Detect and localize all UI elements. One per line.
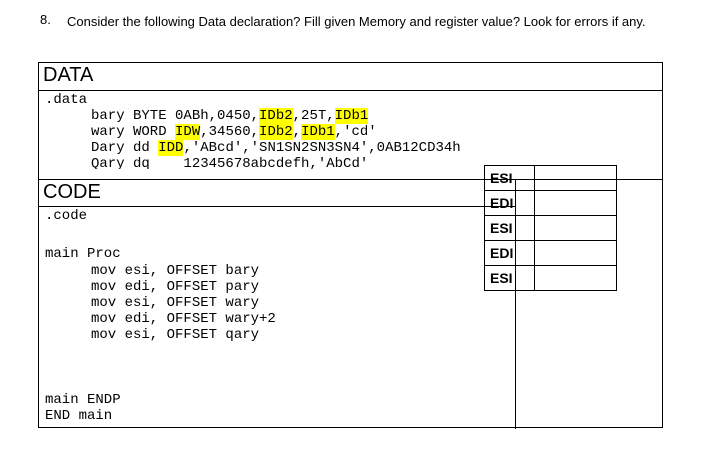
question-table: DATA .data bary BYTE 0ABh,0450,IDb2,25T,… bbox=[38, 62, 663, 429]
highlighted-identifier: IDb2 bbox=[259, 108, 293, 124]
instruction-line: mov esi, OFFSET bary bbox=[91, 263, 260, 279]
code-text: Qary dq 12345678abcdefh,'AbCd' bbox=[91, 157, 369, 169]
code-text: ,'ABcd','SN1SN2SN3SN4',0AB12CD34h bbox=[183, 140, 461, 156]
code-text: wary WORD bbox=[91, 124, 176, 140]
data-line-dary: Dary dd IDD,'ABcd','SN1SN2SN3SN4',0AB12C… bbox=[91, 140, 461, 156]
instruction-line: mov edi, OFFSET pary bbox=[91, 279, 260, 295]
data-heading: DATA bbox=[43, 64, 94, 86]
code-section-body: .code main Proc mov esi, OFFSET bary mov… bbox=[39, 207, 515, 427]
register-name: ESI bbox=[484, 215, 535, 241]
instruction-line: mov esi, OFFSET wary bbox=[91, 295, 260, 311]
question-text: Consider the following Data declaration?… bbox=[67, 14, 646, 29]
register-row: EDI bbox=[484, 190, 617, 216]
instruction-line: mov esi, OFFSET qary bbox=[91, 327, 260, 343]
proc-end: main ENDP bbox=[45, 392, 121, 408]
highlighted-identifier: IDW bbox=[175, 124, 201, 140]
register-name: ESI bbox=[484, 165, 535, 191]
code-heading: CODE bbox=[43, 181, 101, 203]
register-name: EDI bbox=[484, 240, 535, 266]
end-main: END main bbox=[45, 408, 113, 424]
data-section-body: .data bary BYTE 0ABh,0450,IDb2,25T,IDb1 … bbox=[39, 91, 662, 179]
register-value-cell[interactable] bbox=[534, 265, 617, 291]
register-row: ESI bbox=[484, 265, 617, 291]
code-text: bary BYTE 0ABh,0450, bbox=[91, 108, 260, 124]
register-value-cell[interactable] bbox=[534, 190, 617, 216]
register-name: ESI bbox=[484, 265, 535, 291]
data-section-header: DATA bbox=[39, 63, 662, 91]
proc-start: main Proc bbox=[45, 246, 121, 262]
question-number: 8. bbox=[40, 12, 51, 27]
register-value-cell[interactable] bbox=[534, 215, 617, 241]
highlighted-identifier: IDD bbox=[158, 140, 184, 156]
code-text: ,25T, bbox=[292, 108, 335, 124]
highlighted-identifier: IDb1 bbox=[334, 108, 369, 124]
register-row: ESI bbox=[484, 215, 617, 241]
code-text: Dary dd bbox=[91, 140, 159, 156]
data-directive: .data bbox=[45, 92, 88, 108]
code-text: ,'cd' bbox=[334, 124, 377, 140]
data-line-bary: bary BYTE 0ABh,0450,IDb2,25T,IDb1 bbox=[91, 108, 369, 124]
instruction-line: mov edi, OFFSET wary+2 bbox=[91, 311, 276, 327]
register-value-cell[interactable] bbox=[534, 165, 617, 191]
data-line-qary: Qary dq 12345678abcdefh,'AbCd' bbox=[91, 157, 368, 169]
register-row: EDI bbox=[484, 240, 617, 266]
register-name: EDI bbox=[484, 190, 535, 216]
code-section-header: CODE bbox=[39, 179, 515, 207]
code-directive: .code bbox=[45, 208, 88, 224]
register-row: ESI bbox=[484, 165, 617, 191]
column-divider bbox=[515, 179, 516, 429]
register-table: ESI EDI ESI EDI ESI bbox=[484, 165, 617, 291]
highlighted-identifier: IDb1 bbox=[301, 124, 335, 140]
code-text: ,34560, bbox=[200, 124, 260, 140]
highlighted-identifier: IDb2 bbox=[259, 124, 293, 140]
code-text: , bbox=[292, 124, 302, 140]
data-line-wary: wary WORD IDW,34560,IDb2,IDb1,'cd' bbox=[91, 124, 377, 140]
register-value-cell[interactable] bbox=[534, 240, 617, 266]
